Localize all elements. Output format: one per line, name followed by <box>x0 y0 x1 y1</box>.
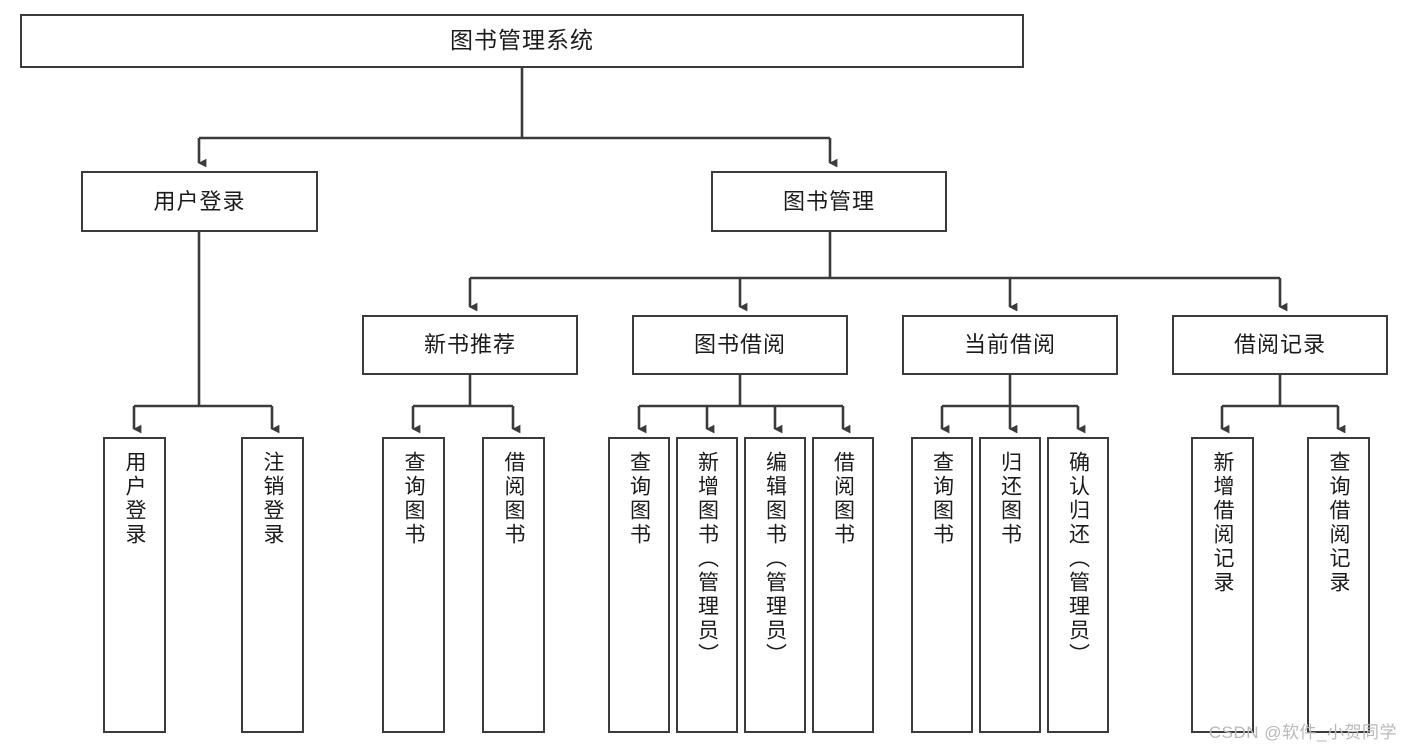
node-label: 查询借阅记录 <box>1327 451 1350 595</box>
node-user-login[interactable]: 用户登录 <box>81 171 318 232</box>
node-new-book-recommend[interactable]: 新书推荐 <box>362 315 578 375</box>
leaf-new-book-query[interactable]: 查询图书 <box>382 437 445 733</box>
node-label: 借阅图书 <box>502 451 525 547</box>
node-label: 注销登录 <box>261 451 284 547</box>
leaf-book-borrow-edit[interactable]: 编辑图书（管理员） <box>744 437 806 733</box>
node-root-system[interactable]: 图书管理系统 <box>20 14 1024 68</box>
node-label: 当前借阅 <box>963 332 1056 358</box>
node-label: 借阅图书 <box>831 451 855 547</box>
leaf-user-login-login[interactable]: 用户登录 <box>103 437 166 733</box>
node-current-borrow[interactable]: 当前借阅 <box>902 315 1118 375</box>
leaf-borrow-record-query[interactable]: 查询借阅记录 <box>1307 437 1370 733</box>
leaf-current-borrow-confirm-return[interactable]: 确认归还（管理员） <box>1047 437 1109 733</box>
node-label: 查询图书 <box>627 451 651 547</box>
node-book-management[interactable]: 图书管理 <box>711 171 947 232</box>
node-label: 查询图书 <box>930 451 954 547</box>
leaf-borrow-record-add[interactable]: 新增借阅记录 <box>1191 437 1254 733</box>
node-label: 新书推荐 <box>423 332 516 358</box>
node-label: 新增图书（管理员） <box>695 451 719 667</box>
csdn-watermark: CSDN @软件_小贺同学 <box>1208 723 1397 742</box>
node-label: 图书管理 <box>782 188 875 214</box>
node-label: 新增借阅记录 <box>1211 451 1234 595</box>
leaf-current-borrow-query[interactable]: 查询图书 <box>911 437 973 733</box>
leaf-new-book-borrow[interactable]: 借阅图书 <box>482 437 545 733</box>
node-label: 图书管理系统 <box>450 27 594 54</box>
leaf-current-borrow-return[interactable]: 归还图书 <box>979 437 1041 733</box>
node-borrow-record[interactable]: 借阅记录 <box>1172 315 1388 375</box>
node-label: 借阅记录 <box>1233 332 1326 358</box>
node-label: 用户登录 <box>153 188 246 214</box>
node-label: 图书借阅 <box>693 332 786 358</box>
leaf-book-borrow-add[interactable]: 新增图书（管理员） <box>676 437 738 733</box>
leaf-book-borrow-borrow[interactable]: 借阅图书 <box>812 437 874 733</box>
node-label: 用户登录 <box>123 451 146 547</box>
leaf-book-borrow-query[interactable]: 查询图书 <box>608 437 670 733</box>
node-label: 确认归还（管理员） <box>1066 451 1090 667</box>
node-label: 查询图书 <box>402 451 425 547</box>
leaf-user-login-logout[interactable]: 注销登录 <box>241 437 304 733</box>
node-label: 编辑图书（管理员） <box>763 451 787 667</box>
node-label: 归还图书 <box>998 451 1022 547</box>
node-book-borrow[interactable]: 图书借阅 <box>632 315 848 375</box>
